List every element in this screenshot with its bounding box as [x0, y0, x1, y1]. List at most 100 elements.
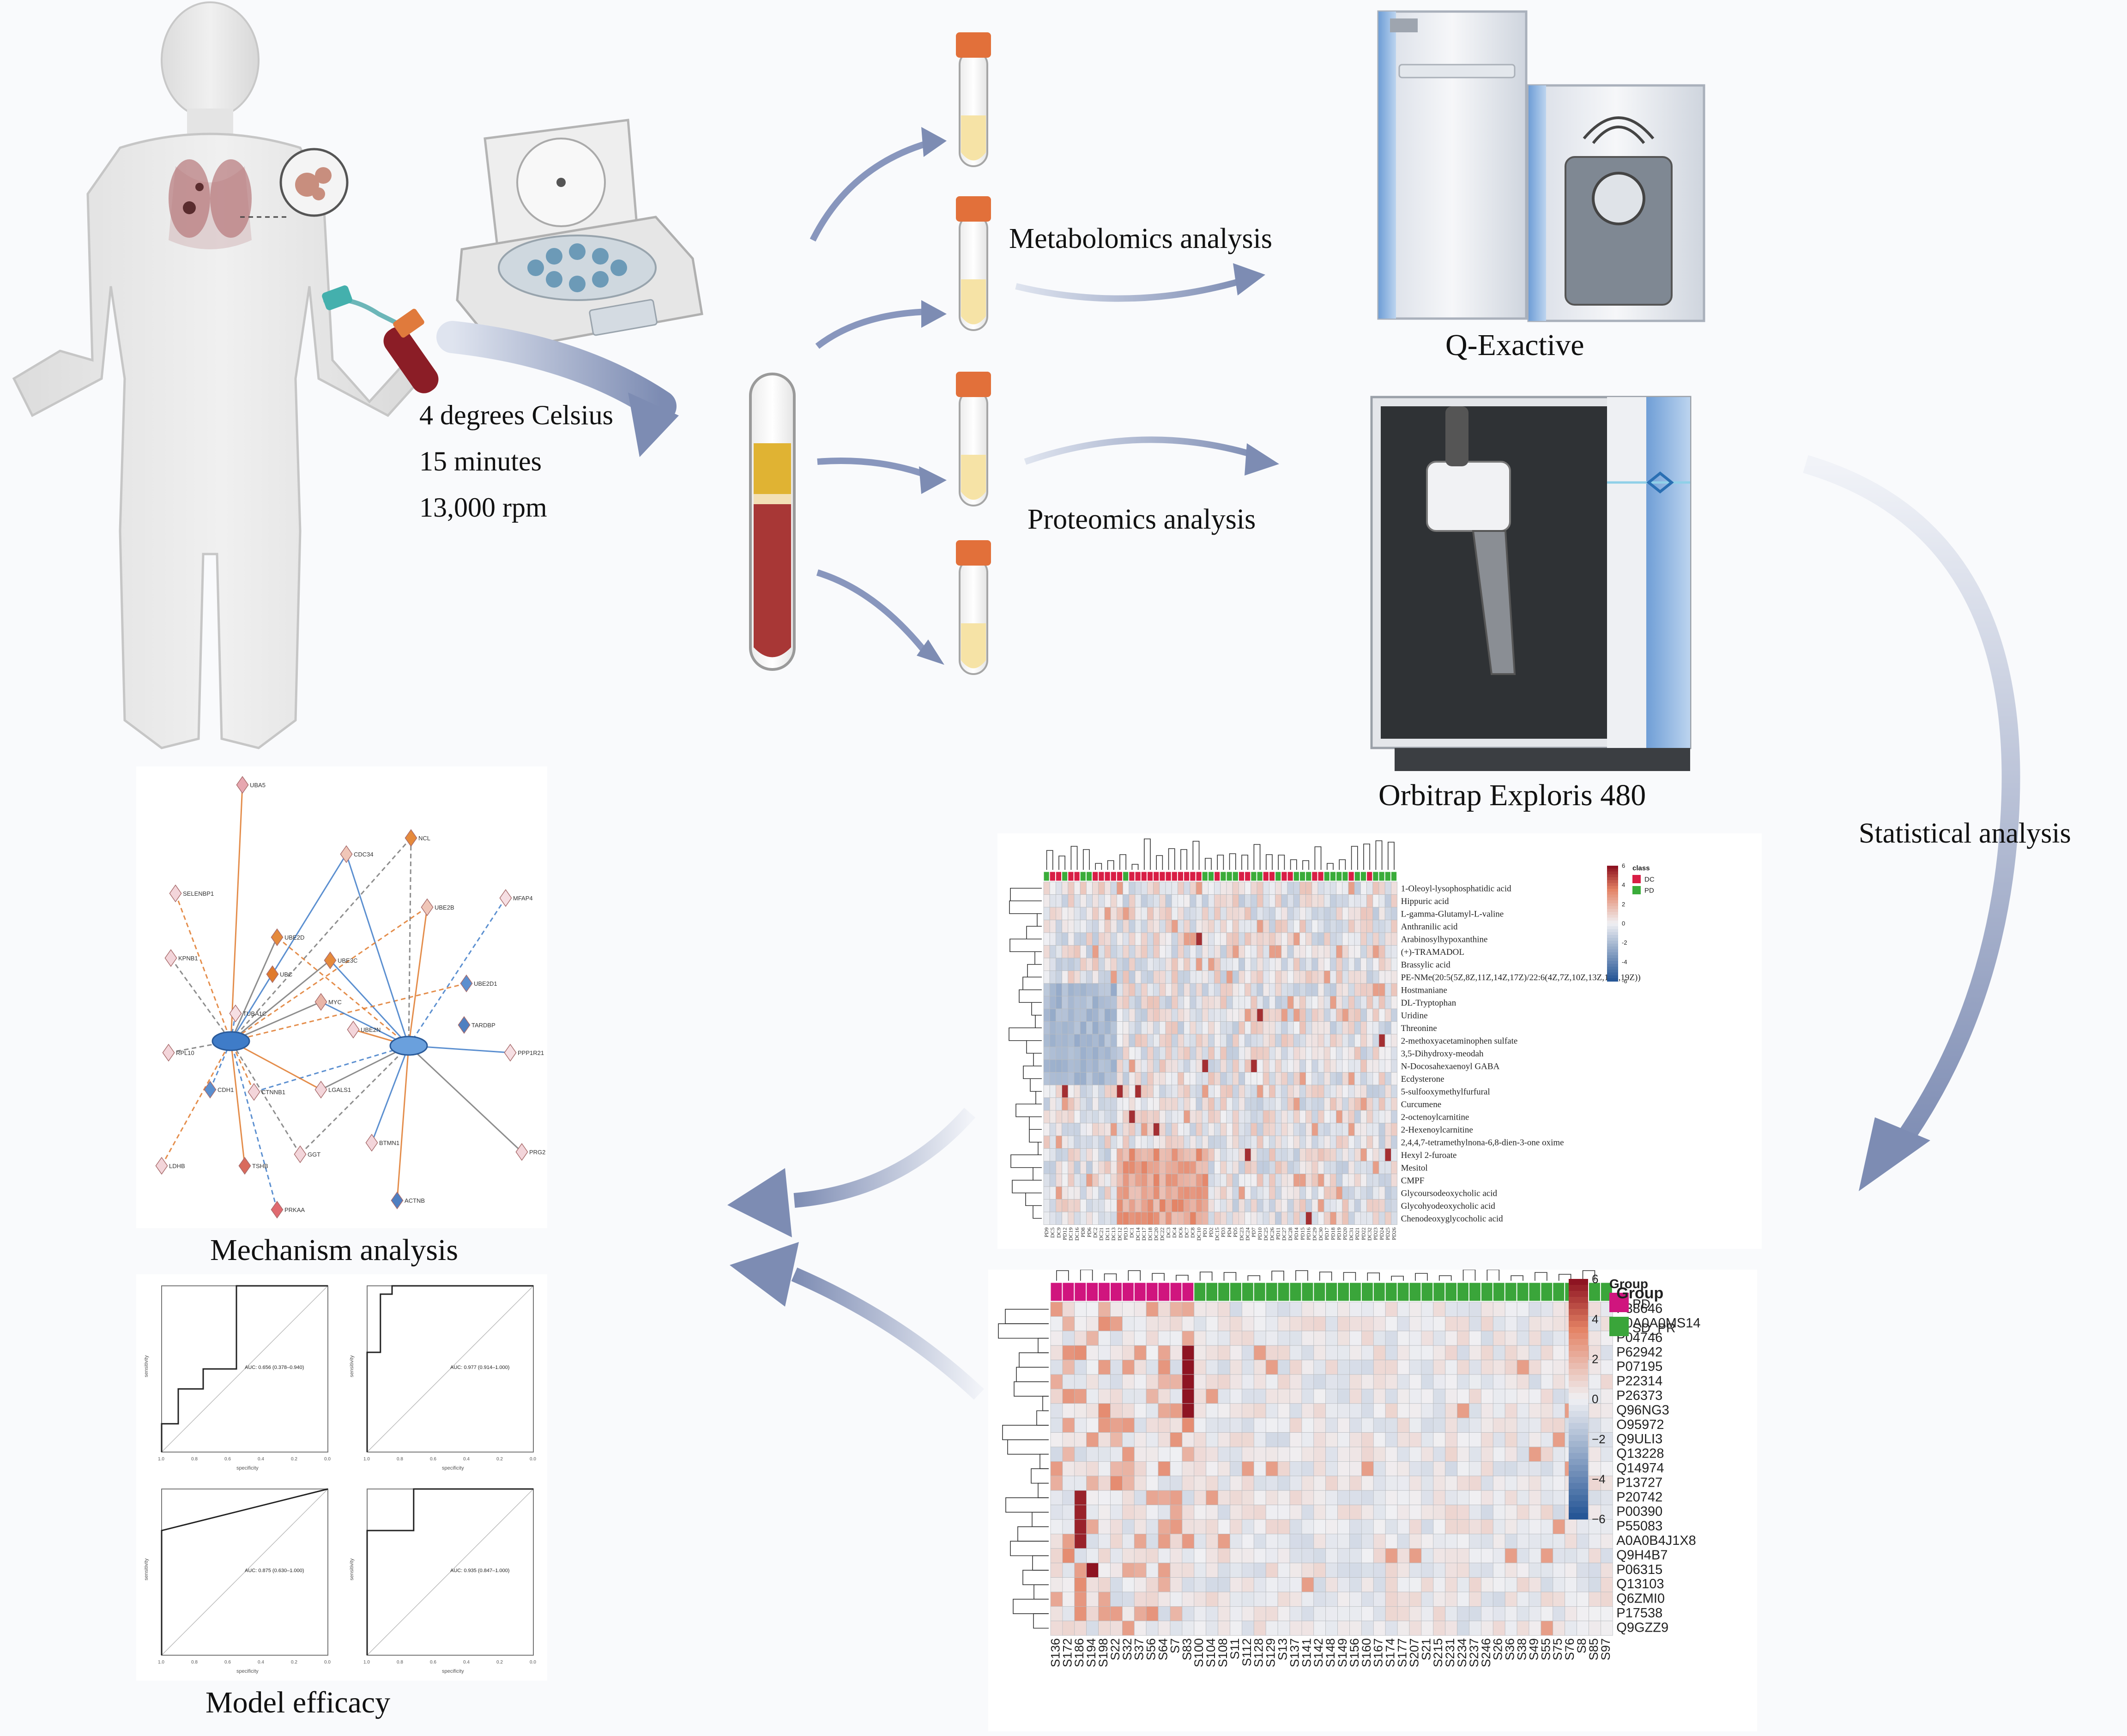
heatmap-cell — [1287, 970, 1294, 984]
dendrogram-branch — [1022, 1570, 1049, 1585]
heatmap-cell — [1062, 1316, 1075, 1332]
heatmap-cell — [1301, 1417, 1314, 1433]
heatmap-cell — [1068, 907, 1075, 920]
network-node — [164, 949, 177, 967]
color-scale-step — [1607, 949, 1618, 953]
heatmap-cell — [1074, 1186, 1081, 1200]
heatmap-column-label: S112 — [1240, 1638, 1254, 1666]
heatmap-cell — [1391, 881, 1398, 895]
dendrogram-branch — [1012, 1180, 1042, 1194]
heatmap-column-label: DC30 — [1317, 1228, 1324, 1241]
heatmap-cell — [1601, 1505, 1613, 1520]
heatmap-cell — [1251, 1186, 1257, 1200]
heatmap-column-label: DC5 — [1049, 1228, 1056, 1238]
heatmap-cell — [1378, 970, 1385, 984]
heatmap-cell — [1049, 1034, 1056, 1047]
heatmap-row-label: L-gamma-Glutamyl-L-valine — [1401, 910, 1504, 919]
heatmap-cell — [1110, 1059, 1117, 1073]
annotation-cell — [1287, 871, 1293, 881]
heatmap-cell — [1325, 1591, 1338, 1607]
heatmap-cell — [1373, 1476, 1386, 1491]
heatmap-cell — [1397, 1360, 1410, 1375]
heatmap-cell — [1104, 920, 1111, 933]
heatmap-column-label: S11 — [1228, 1638, 1242, 1659]
heatmap-cell — [1080, 1186, 1087, 1200]
heatmap-cell — [1391, 983, 1398, 996]
heatmap-row-label: P17538 — [1616, 1606, 1662, 1621]
heatmap-cell — [1098, 1059, 1105, 1073]
heatmap-cell — [1123, 970, 1130, 984]
heatmap-cell — [1529, 1403, 1541, 1418]
heatmap-cell — [1134, 1374, 1147, 1389]
heatmap-cell — [1481, 1331, 1493, 1346]
heatmap-cell — [1074, 1008, 1081, 1022]
heatmap-cell — [1068, 1085, 1075, 1098]
heatmap-cell — [1251, 1135, 1257, 1149]
network-node-label: CDH1 — [218, 1086, 234, 1093]
heatmap-cell — [1116, 907, 1123, 920]
heatmap-cell — [1281, 1059, 1288, 1073]
heatmap-cell — [1177, 996, 1184, 1009]
roc-diagonal — [367, 1285, 534, 1453]
heatmap-cell — [1080, 1008, 1087, 1022]
heatmap-cell — [1226, 1123, 1233, 1136]
heatmap-cell — [1325, 1388, 1338, 1404]
heatmap-cell — [1349, 1490, 1362, 1506]
heatmap-cell — [1230, 1548, 1242, 1563]
heatmap-cell — [1263, 907, 1269, 920]
heatmap-cell — [1147, 1034, 1154, 1047]
heatmap-cell — [1384, 996, 1391, 1009]
heatmap-cell — [1208, 983, 1215, 996]
color-scale-step — [1569, 1315, 1588, 1321]
heatmap-cell — [1050, 1591, 1063, 1607]
heatmap-cell — [1159, 1199, 1166, 1212]
heatmap-column-label: DC4 — [1171, 1228, 1178, 1238]
heatmap-cell — [1553, 1432, 1565, 1447]
heatmap-row-label: Uridine — [1401, 1011, 1428, 1021]
class-legend-title: class — [1632, 864, 1650, 872]
heatmap-cell — [1056, 881, 1063, 895]
heatmap-cell — [1214, 996, 1221, 1009]
heatmap-cell — [1481, 1490, 1493, 1506]
heatmap-cell — [1481, 1345, 1493, 1360]
heatmap-cell — [1159, 1161, 1166, 1174]
heatmap-cell — [1311, 958, 1318, 971]
heatmap-cell — [1116, 920, 1123, 933]
color-scale-step — [1569, 1351, 1588, 1357]
heatmap-cell — [1043, 907, 1050, 920]
heatmap-cell — [1384, 1212, 1391, 1225]
heatmap-cell — [1049, 945, 1056, 958]
heatmap-cell — [1481, 1577, 1493, 1592]
heatmap-cell — [1253, 1403, 1266, 1418]
heatmap-cell — [1349, 1577, 1362, 1592]
heatmap-cell — [1092, 1059, 1099, 1073]
heatmap-cell — [1469, 1374, 1481, 1389]
heatmap-cell — [1239, 970, 1245, 984]
heatmap-cell — [1313, 1505, 1326, 1520]
heatmap-cell — [1289, 1388, 1302, 1404]
heatmap-cell — [1330, 1148, 1337, 1162]
heatmap-cell — [1056, 1199, 1063, 1212]
heatmap-cell — [1056, 1161, 1063, 1174]
heatmap-cell — [1196, 1199, 1202, 1212]
heatmap-column-label: S234 — [1455, 1638, 1469, 1667]
heatmap-cell — [1171, 1199, 1178, 1212]
dendrogram-branch — [1131, 864, 1139, 870]
heatmap-cell — [1110, 920, 1117, 933]
heatmap-cell — [1049, 1212, 1056, 1225]
heatmap-cell — [1245, 932, 1251, 946]
heatmap-cell — [1384, 945, 1391, 958]
heatmap-cell — [1336, 1085, 1343, 1098]
heatmap-cell — [1123, 907, 1130, 920]
heatmap-cell — [1317, 1034, 1324, 1047]
heatmap-cell — [1263, 1085, 1269, 1098]
heatmap-row-label: P07195 — [1616, 1359, 1662, 1374]
color-scale-step — [1569, 1381, 1588, 1387]
heatmap-cell — [1275, 1186, 1282, 1200]
heatmap-cell — [1098, 907, 1105, 920]
heatmap-cell — [1116, 1008, 1123, 1022]
heatmap-cell — [1230, 1519, 1242, 1534]
dendrogram-branch — [1327, 863, 1334, 870]
heatmap-column-label: DC27 — [1281, 1228, 1287, 1241]
heatmap-cell — [1086, 1621, 1099, 1636]
